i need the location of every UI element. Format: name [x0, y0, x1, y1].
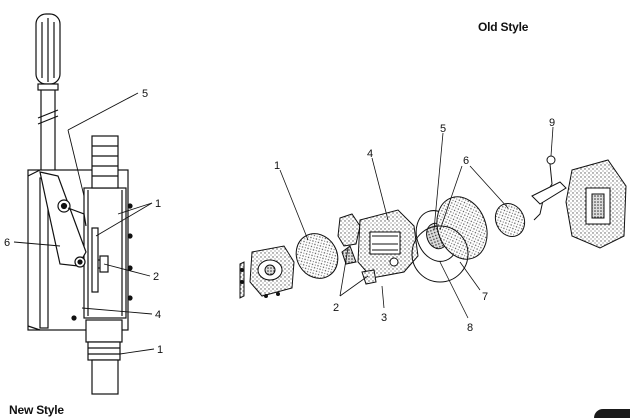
old-style-callouts: 1 4 5 6 9 2 3 8 7: [274, 117, 555, 334]
callout-old-1: 1: [274, 160, 280, 172]
new-style-leaders: [13, 92, 155, 355]
old-style-exploded: [239, 126, 627, 319]
callout-1: 1: [155, 198, 161, 210]
new-style-pump: [13, 13, 155, 395]
callout-old-6: 6: [463, 155, 469, 167]
end-cover: [249, 245, 295, 298]
callout-old-2: 2: [333, 302, 339, 314]
new-style-caption: New Style: [9, 403, 64, 417]
corner-scroll-tab: [594, 409, 630, 418]
top-pipe: [91, 135, 119, 189]
lever-arm: [531, 155, 567, 221]
callout-old-5: 5: [440, 123, 446, 135]
check-valve-disc: [494, 202, 526, 238]
pump-housing: [27, 169, 133, 331]
callout-5: 5: [142, 88, 148, 100]
handle-shaft: [37, 90, 59, 170]
callout-2: 2: [153, 271, 159, 283]
callout-old-9: 9: [549, 117, 555, 129]
callout-old-3: 3: [381, 312, 387, 324]
callout-4: 4: [155, 309, 161, 321]
new-style-callouts: 5 1 6 2 4 1: [4, 88, 163, 356]
callout-old-4: 4: [367, 148, 373, 160]
callout-1-bottom: 1: [157, 344, 163, 356]
old-style-caption: Old Style: [478, 20, 529, 34]
handle-grip: [35, 13, 61, 91]
valve-disc-1: [295, 233, 339, 279]
callout-6: 6: [4, 237, 10, 249]
callout-old-8: 8: [467, 322, 473, 334]
small-hardware: [239, 261, 245, 299]
rear-housing: [565, 159, 627, 249]
diaphragm-plates: [411, 196, 488, 283]
callout-old-7: 7: [482, 291, 488, 303]
lever-linkage: [39, 171, 87, 268]
main-body: [337, 209, 419, 285]
bottom-pipe: [85, 319, 123, 395]
old-style-leaders: [279, 126, 554, 319]
